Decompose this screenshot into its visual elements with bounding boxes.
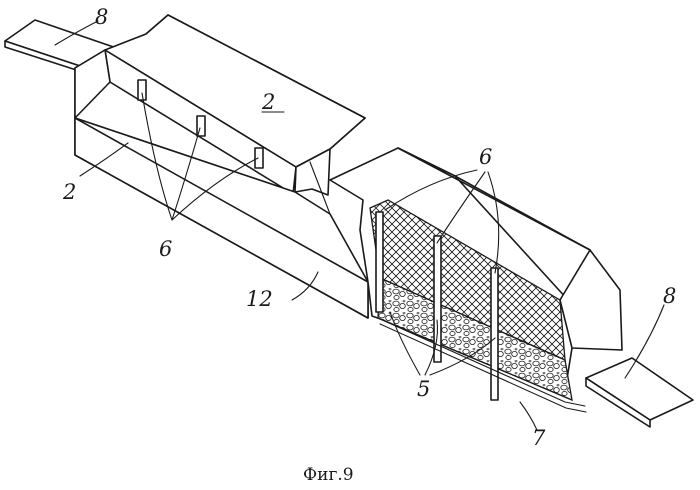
label-cells-left: 6 xyxy=(159,237,172,261)
label-lower-block: 2 xyxy=(62,180,76,204)
label-terminal-left: 8 xyxy=(95,5,108,29)
label-terminal-right: 8 xyxy=(663,284,676,308)
label-electrode: 7 xyxy=(532,426,546,450)
right-terminal-tab xyxy=(586,358,693,427)
label-top-block: 2 xyxy=(261,90,275,114)
label-cells-right: 6 xyxy=(479,145,492,169)
label-granules: 5 xyxy=(417,377,430,401)
figure-caption: Фиг.9 xyxy=(303,465,354,485)
label-housing: 12 xyxy=(246,287,273,311)
